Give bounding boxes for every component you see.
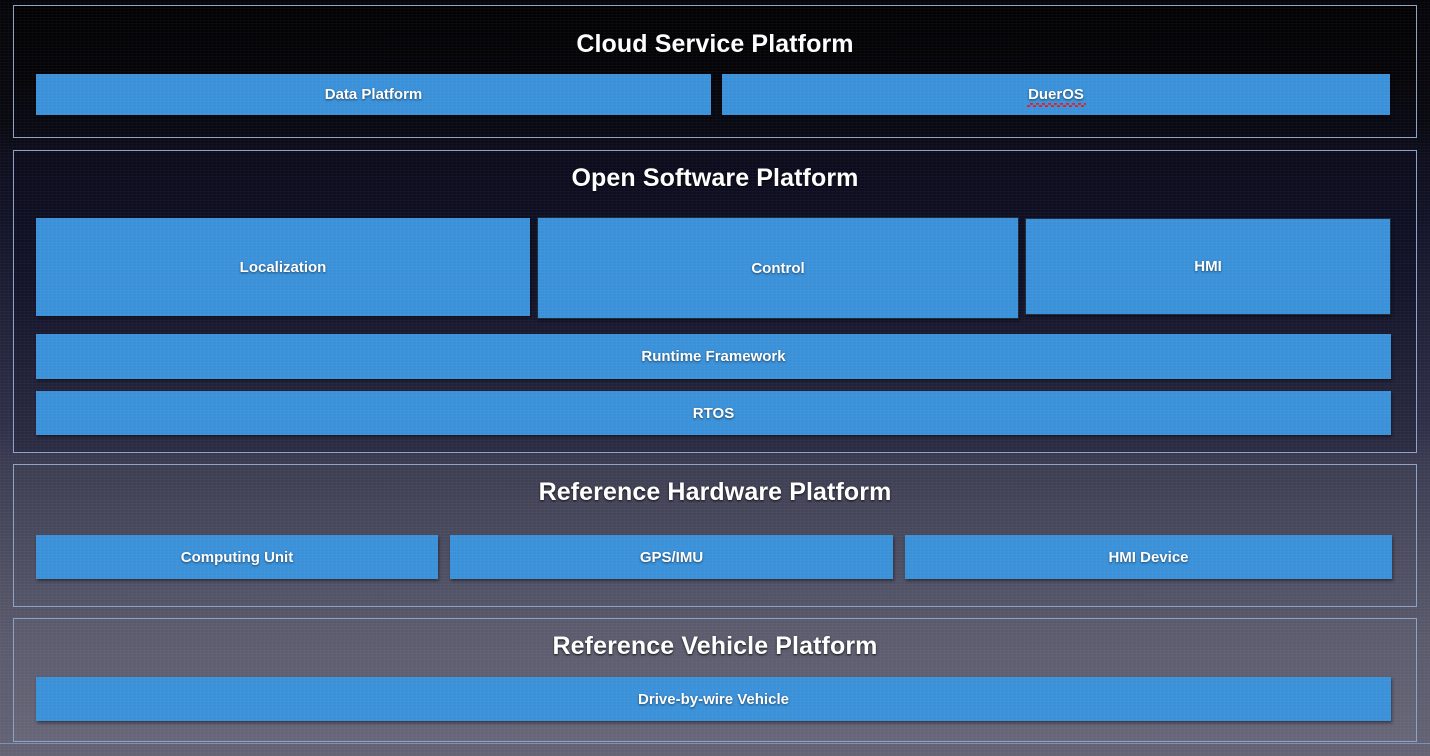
panel-title-reference-vehicle-platform: Reference Vehicle Platform [552,632,878,660]
box-gps-imu[interactable]: GPS/IMU [450,535,893,579]
box-localization[interactable]: Localization [36,218,530,316]
box-label-rtos: RTOS [692,404,735,422]
box-dueros[interactable]: DuerOS [722,74,1390,115]
box-label-dueros: DuerOS [1027,86,1086,107]
box-computing-unit[interactable]: Computing Unit [36,535,438,579]
panel-reference-vehicle-platform: Reference Vehicle Platform Drive-by-wire… [13,618,1417,742]
box-control[interactable]: Control [537,217,1019,319]
box-hmi[interactable]: HMI [1025,218,1391,315]
panel-open-software-platform: Open Software Platform Localization Cont… [13,150,1417,453]
box-label-hmi-device: HMI Device [1108,548,1189,566]
box-drive-by-wire-vehicle[interactable]: Drive-by-wire Vehicle [36,677,1391,721]
box-label-data-platform: Data Platform [324,86,423,103]
bottom-divider [0,743,1430,744]
panel-title-cloud-service-platform: Cloud Service Platform [576,30,854,58]
panel-title-reference-hardware-platform: Reference Hardware Platform [538,478,892,506]
box-label-hmi: HMI [1194,258,1222,275]
box-runtime-framework[interactable]: Runtime Framework [36,334,1391,379]
box-label-computing-unit: Computing Unit [180,548,294,566]
box-rtos[interactable]: RTOS [36,391,1391,435]
panel-reference-hardware-platform: Reference Hardware Platform Computing Un… [13,464,1417,607]
box-label-runtime-framework: Runtime Framework [641,348,786,365]
box-hmi-device[interactable]: HMI Device [905,535,1392,579]
box-label-control: Control [751,259,805,277]
box-label-drive-by-wire-vehicle: Drive-by-wire Vehicle [638,690,789,708]
box-data-platform[interactable]: Data Platform [36,74,711,115]
panel-title-open-software-platform: Open Software Platform [571,164,859,192]
box-label-gps-imu: GPS/IMU [639,548,704,566]
box-label-localization: Localization [239,258,327,276]
panel-cloud-service-platform: Cloud Service Platform Data Platform Due… [13,5,1417,138]
